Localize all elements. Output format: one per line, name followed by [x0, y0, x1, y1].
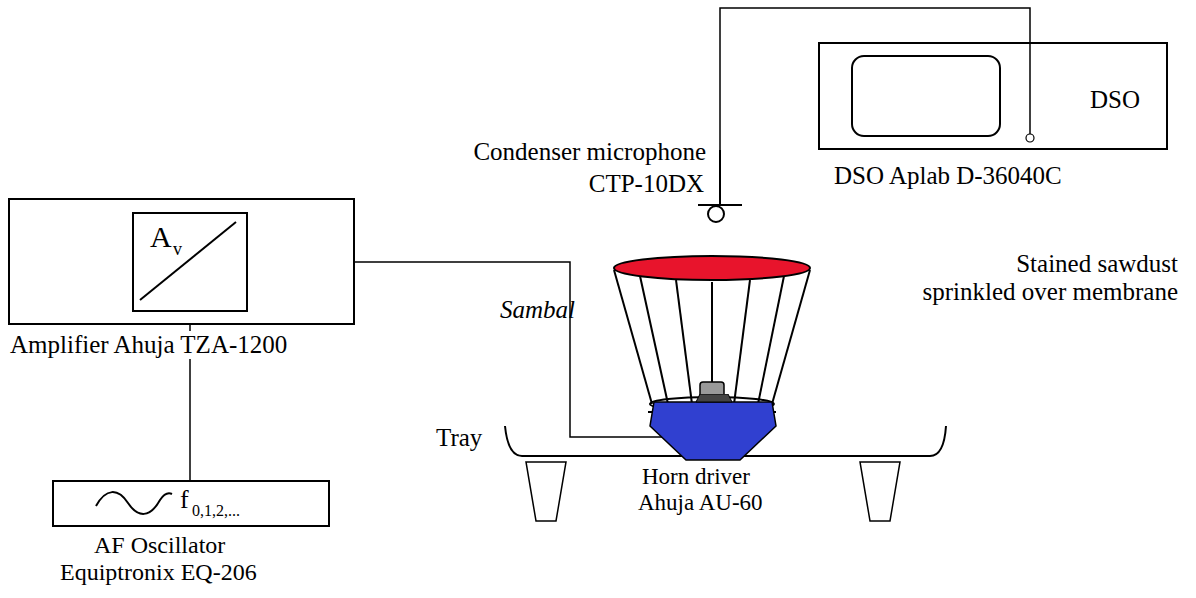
dso-screen	[852, 56, 1000, 136]
text-label: Stained sawdust	[1016, 250, 1178, 278]
text-label: DSO Aplab D-36040C	[834, 162, 1062, 190]
text-label: DSO	[1090, 86, 1140, 114]
wire	[720, 8, 1030, 150]
text-label: Amplifier Ahuja TZA-1200	[8, 331, 289, 359]
dso-box: DSODSO Aplab D-36040C	[818, 42, 1168, 150]
text-label: Ahuja AU-60	[638, 490, 763, 515]
sambal-drum	[614, 270, 810, 412]
drum-membrane	[614, 256, 810, 280]
text-label: A	[150, 220, 172, 253]
text-label: Condenser microphone	[473, 138, 706, 166]
text-label: Sambal	[500, 296, 575, 324]
amplifier-box: AvAmplifier Ahuja TZA-1200	[8, 198, 355, 325]
text-label: Equiptronix EQ-206	[60, 559, 257, 585]
text-label: Tray	[436, 424, 482, 452]
tray-leg	[860, 462, 900, 521]
text-label: f	[180, 486, 189, 515]
probe-wire	[1029, 42, 1031, 134]
sine-wave	[96, 492, 172, 514]
text-label: sprinkled over membrane	[923, 278, 1178, 306]
horn-driver: Horn driverAhuja AU-60	[648, 394, 778, 462]
wire	[355, 262, 662, 437]
text-label: CTP-10DX	[589, 170, 704, 198]
horn-driver-shape	[648, 394, 778, 462]
text-label: AF Oscillator	[94, 532, 225, 558]
subscript: v	[173, 240, 182, 260]
subscript: 0,1,2,...	[192, 502, 240, 520]
input-jack	[1026, 134, 1034, 142]
gain-box: Av	[132, 212, 248, 312]
text-label: Horn driver	[642, 464, 750, 489]
oscillator-box: f0,1,2,...AF OscillatorEquiptronix EQ-20…	[52, 480, 330, 527]
microphone: Condenser microphoneCTP-10DX	[698, 150, 742, 226]
tray-leg	[526, 462, 566, 521]
